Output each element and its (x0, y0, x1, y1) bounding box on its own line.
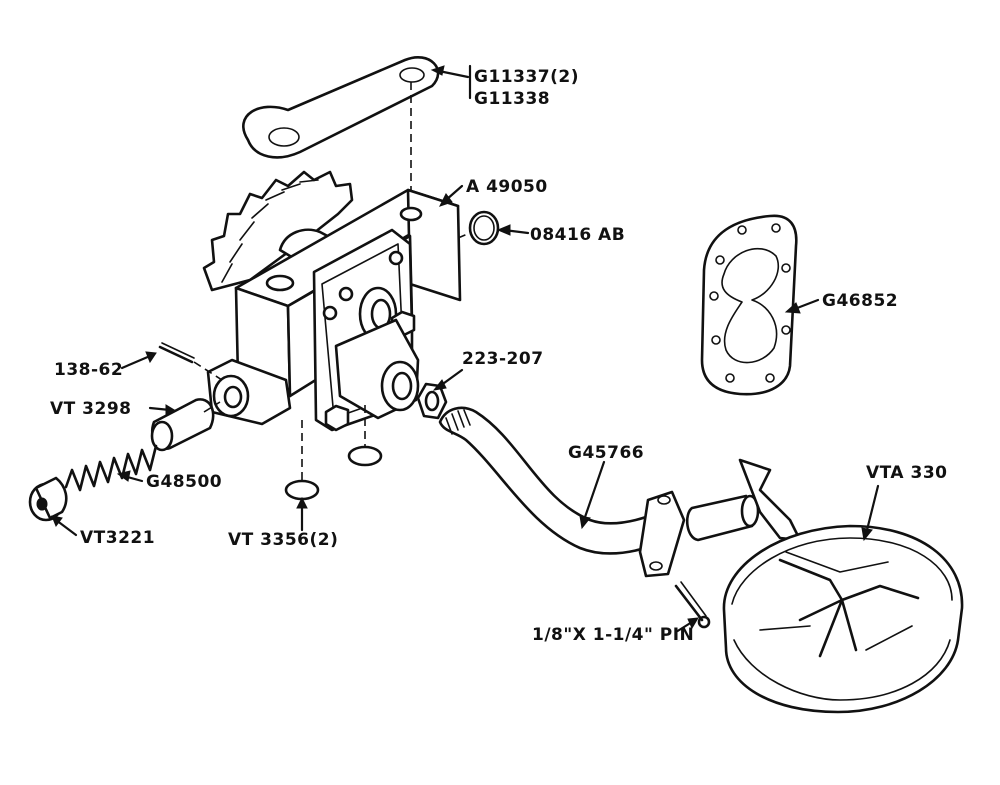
suction-tube-g45766 (438, 406, 802, 578)
nut-223-207 (416, 382, 448, 420)
label-138-62: 138-62 (54, 360, 123, 380)
cotter-pin (674, 581, 711, 629)
disc-vt3356 (284, 405, 383, 501)
label-08416ab: 08416 AB (530, 225, 625, 245)
cap-vt3221 (28, 476, 68, 522)
label-g11337: G11337(2) (474, 67, 579, 87)
o-ring-08416ab (457, 210, 500, 246)
label-vta330: VTA 330 (866, 463, 948, 483)
label-a49050: A 49050 (466, 177, 548, 197)
label-vt3356: VT 3356(2) (228, 530, 338, 550)
pump-cover-plate (312, 228, 420, 432)
label-g46852: G46852 (822, 291, 898, 311)
label-cotter-pin: 1/8"X 1-1/4" PIN (532, 625, 694, 645)
label-223-207: 223-207 (462, 349, 544, 369)
label-g11338: G11338 (474, 89, 550, 109)
label-g45766: G45766 (568, 443, 644, 463)
plunger-vt3298 (150, 398, 221, 452)
pin-138-62 (158, 342, 223, 381)
cover-gasket-g46852 (700, 214, 798, 396)
top-gasket-plate (242, 56, 440, 159)
label-g48500: G48500 (146, 472, 222, 492)
label-vt3298: VT 3298 (50, 399, 132, 419)
spring-g48500 (64, 444, 158, 492)
leader-lines (51, 64, 880, 634)
label-vt3221: VT3221 (80, 528, 155, 548)
strainer-screen-vta330 (722, 524, 964, 714)
